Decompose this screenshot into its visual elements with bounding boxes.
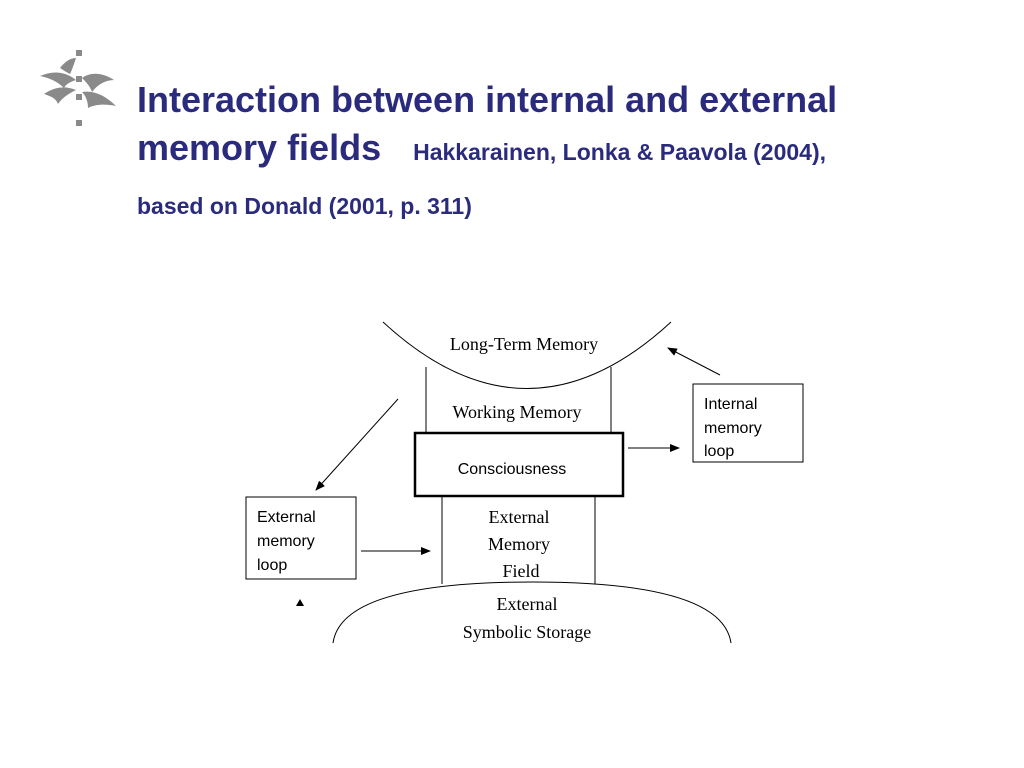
external-memory-loop-box (245, 496, 357, 580)
internal-memory-loop-label-1: Internal (704, 396, 757, 413)
consciousness-label: Consciousness (458, 461, 567, 478)
title-line-2: memory fields (137, 127, 382, 168)
long-term-memory-label: Long-Term Memory (450, 334, 598, 354)
small-arrowhead-marker (296, 599, 304, 606)
working-memory-label: Working Memory (452, 402, 581, 422)
external-memory-field-label-2: Memory (488, 534, 550, 554)
external-memory-field-label-1: External (489, 507, 550, 527)
title-line-1: Interaction between internal and externa… (137, 79, 838, 120)
internal-memory-loop-label-2: memory (704, 420, 762, 437)
external-memory-field-label-3: Field (502, 561, 539, 581)
title-line-3: based on Donald (2001, p. 311) (137, 193, 472, 219)
title-citation: Hakkarainen, Lonka & Paavola (2004), (413, 139, 827, 165)
external-symbolic-storage-label-2: Symbolic Storage (463, 622, 592, 642)
external-memory-loop-label-3: loop (257, 557, 287, 574)
external-symbolic-storage-arc (332, 581, 732, 644)
external-symbolic-storage-label-1: External (497, 594, 558, 614)
arrow-internal-loop-to-long-term-memory (667, 347, 721, 376)
internal-memory-loop-box (692, 383, 804, 463)
long-term-memory-arc (382, 321, 672, 389)
external-memory-loop-label-1: External (257, 509, 316, 526)
slide-title: Interaction between internal and externa… (137, 76, 997, 228)
arrow-working-memory-to-external-loop (315, 398, 399, 491)
internal-memory-loop-label-3: loop (704, 443, 734, 460)
external-memory-loop-label-2: memory (257, 533, 315, 550)
consciousness-box (413, 431, 625, 498)
university-flame-logo-icon (40, 50, 116, 126)
